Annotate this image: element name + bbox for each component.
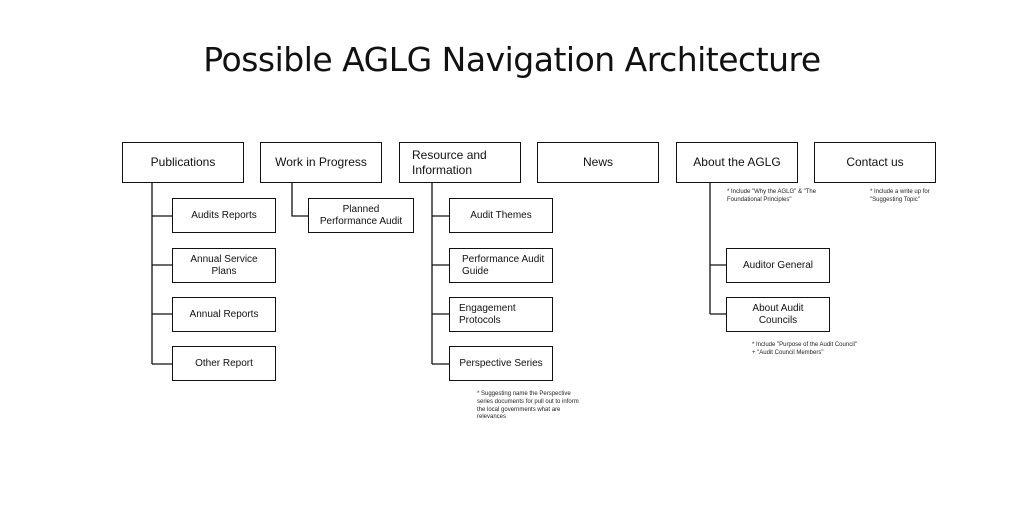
nav-publications[interactable]: Publications (122, 142, 244, 183)
diagram-title: Possible AGLG Navigation Architecture (203, 40, 821, 79)
nav-audit-themes[interactable]: Audit Themes (449, 198, 553, 233)
perspective-series-note: * Suggesting name the Perspective series… (477, 391, 579, 421)
nav-annual-reports[interactable]: Annual Reports (172, 297, 276, 332)
nav-about-audit-councils[interactable]: About Audit Councils (726, 297, 830, 332)
nav-about-the-aglg[interactable]: About the AGLG (676, 142, 798, 183)
nav-audits-reports[interactable]: Audits Reports (172, 198, 276, 233)
nav-work-in-progress[interactable]: Work in Progress (260, 142, 382, 183)
nav-planned-performance-audit[interactable]: Planned Performance Audit (308, 198, 414, 233)
nav-perspective-series[interactable]: Perspective Series (449, 346, 553, 381)
nav-news[interactable]: News (537, 142, 659, 183)
nav-annual-service-plans[interactable]: Annual Service Plans (172, 248, 276, 283)
nav-resource-and-information[interactable]: Resource and Information (399, 142, 521, 183)
nav-performance-audit-guide[interactable]: Performance Audit Guide (449, 248, 553, 283)
nav-auditor-general[interactable]: Auditor General (726, 248, 830, 283)
contact-us-note: * Include a write up for "Suggesting Top… (870, 189, 930, 203)
nav-contact-us[interactable]: Contact us (814, 142, 936, 183)
nav-other-report[interactable]: Other Report (172, 346, 276, 381)
nav-engagement-protocols[interactable]: Engagement Protocols (449, 297, 553, 332)
about-aglg-note: * Include "Why the AGLG" & "The Foundati… (727, 189, 817, 203)
audit-councils-note: * Include "Purpose of the Audit Council"… (752, 342, 857, 356)
